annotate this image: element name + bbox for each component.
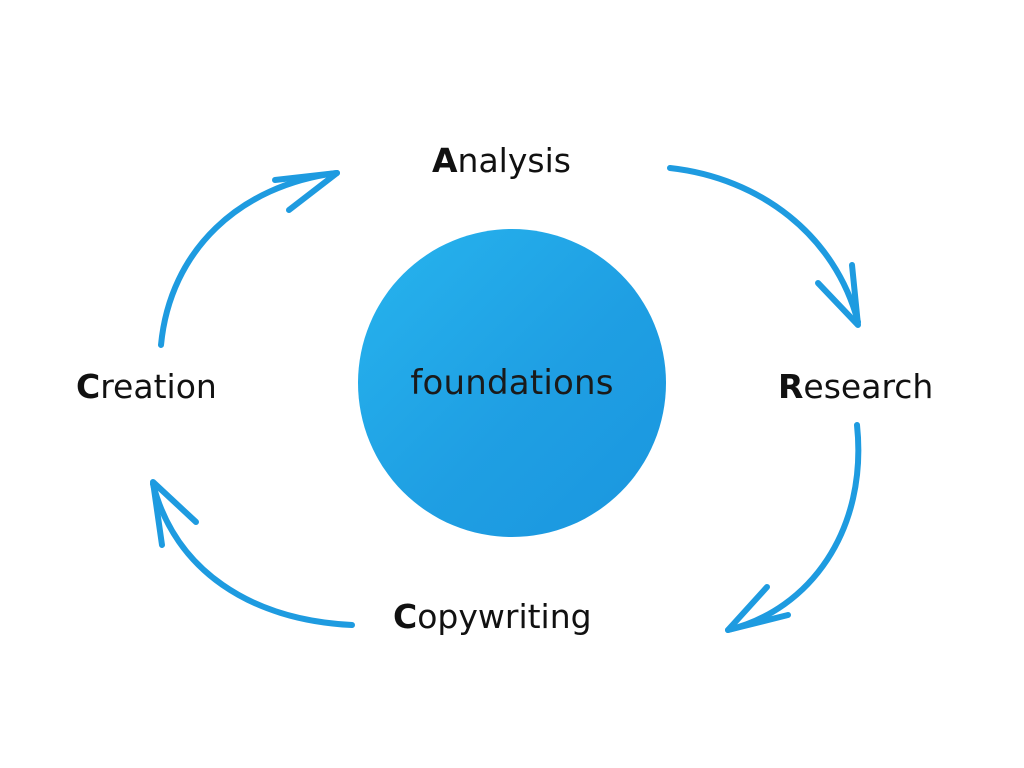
arrow-analysis-to-research — [667, 165, 861, 328]
foundations-circle: foundations — [358, 229, 666, 537]
stage-analysis: Analysis — [432, 144, 571, 177]
arrow-copywriting-to-creation — [150, 479, 355, 628]
stage-initial: A — [432, 141, 458, 180]
stage-label-rest: nalysis — [457, 141, 571, 180]
stage-initial: C — [393, 597, 418, 636]
stage-copywriting: Copywriting — [393, 600, 592, 633]
stage-creation: Creation — [76, 370, 217, 403]
arrow-creation-to-analysis — [158, 170, 340, 348]
arrow-research-to-copywriting — [725, 422, 862, 633]
stage-label-rest: reation — [100, 367, 217, 406]
stage-label-rest: esearch — [803, 367, 934, 406]
stage-research: Research — [778, 370, 933, 403]
center-label: foundations — [410, 363, 614, 403]
stage-initial: R — [778, 367, 804, 406]
stage-initial: C — [76, 367, 101, 406]
stage-label-rest: opywriting — [417, 597, 592, 636]
